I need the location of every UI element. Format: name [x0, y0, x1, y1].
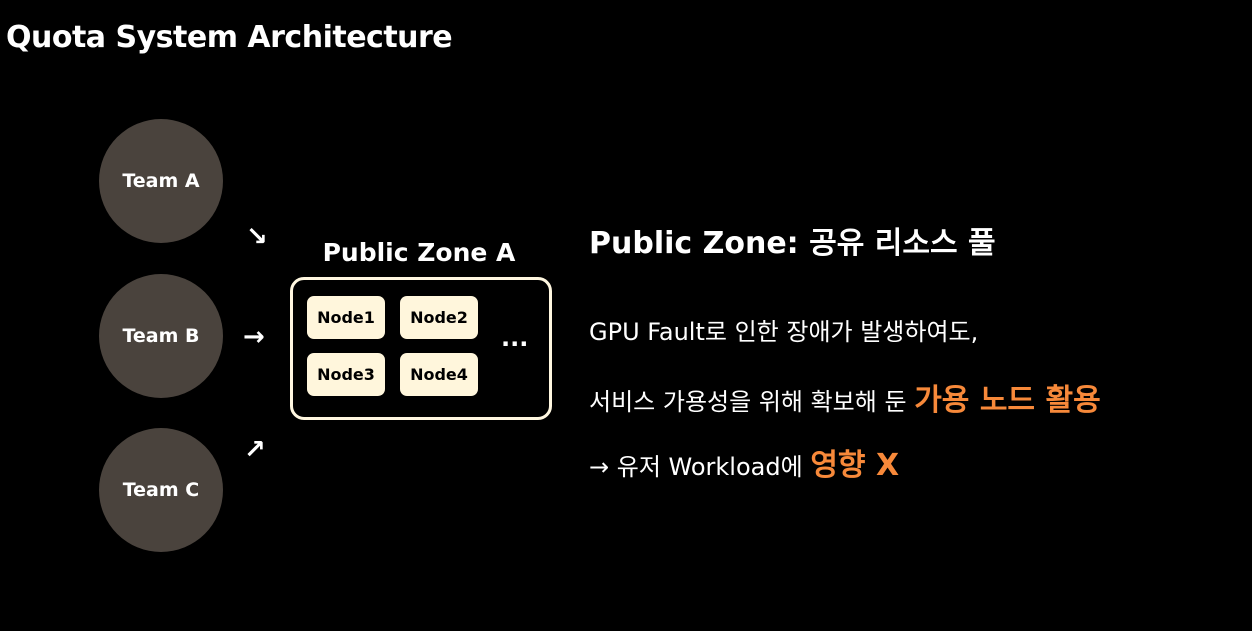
- node-3: Node3: [307, 353, 385, 396]
- public-zone-box: Node1 Node2 Node3 Node4 ...: [290, 277, 552, 420]
- public-zone-title: Public Zone A: [322, 238, 516, 267]
- node-1: Node1: [307, 296, 385, 339]
- team-a-circle: Team A: [99, 119, 223, 243]
- description-line-2-highlight: 가용 노드 활용: [914, 383, 1101, 418]
- description-line-3: → 유저 Workload에 영향 X: [589, 440, 899, 484]
- node-2: Node2: [400, 296, 478, 339]
- description-line-3-highlight: 영향 X: [810, 448, 900, 483]
- arrow-down-right-icon: ↘: [246, 222, 268, 252]
- arrow-up-right-icon: ↗: [244, 435, 266, 465]
- description-line-1: GPU Fault로 인한 장애가 발생하여도,: [589, 318, 979, 346]
- more-nodes-ellipsis: ...: [501, 324, 529, 352]
- description-line-2-text: 서비스 가용성을 위해 확보해 둔: [589, 388, 915, 416]
- team-b-circle: Team B: [99, 274, 223, 398]
- node-4: Node4: [400, 353, 478, 396]
- description-line-3-text: → 유저 Workload에: [589, 453, 811, 481]
- arrow-right-icon: →: [243, 322, 265, 352]
- slide-title: Quota System Architecture: [6, 20, 453, 55]
- description-line-2: 서비스 가용성을 위해 확보해 둔 가용 노드 활용: [589, 375, 1101, 419]
- description-heading: Public Zone: 공유 리소스 풀: [589, 226, 996, 261]
- team-c-circle: Team C: [99, 428, 223, 552]
